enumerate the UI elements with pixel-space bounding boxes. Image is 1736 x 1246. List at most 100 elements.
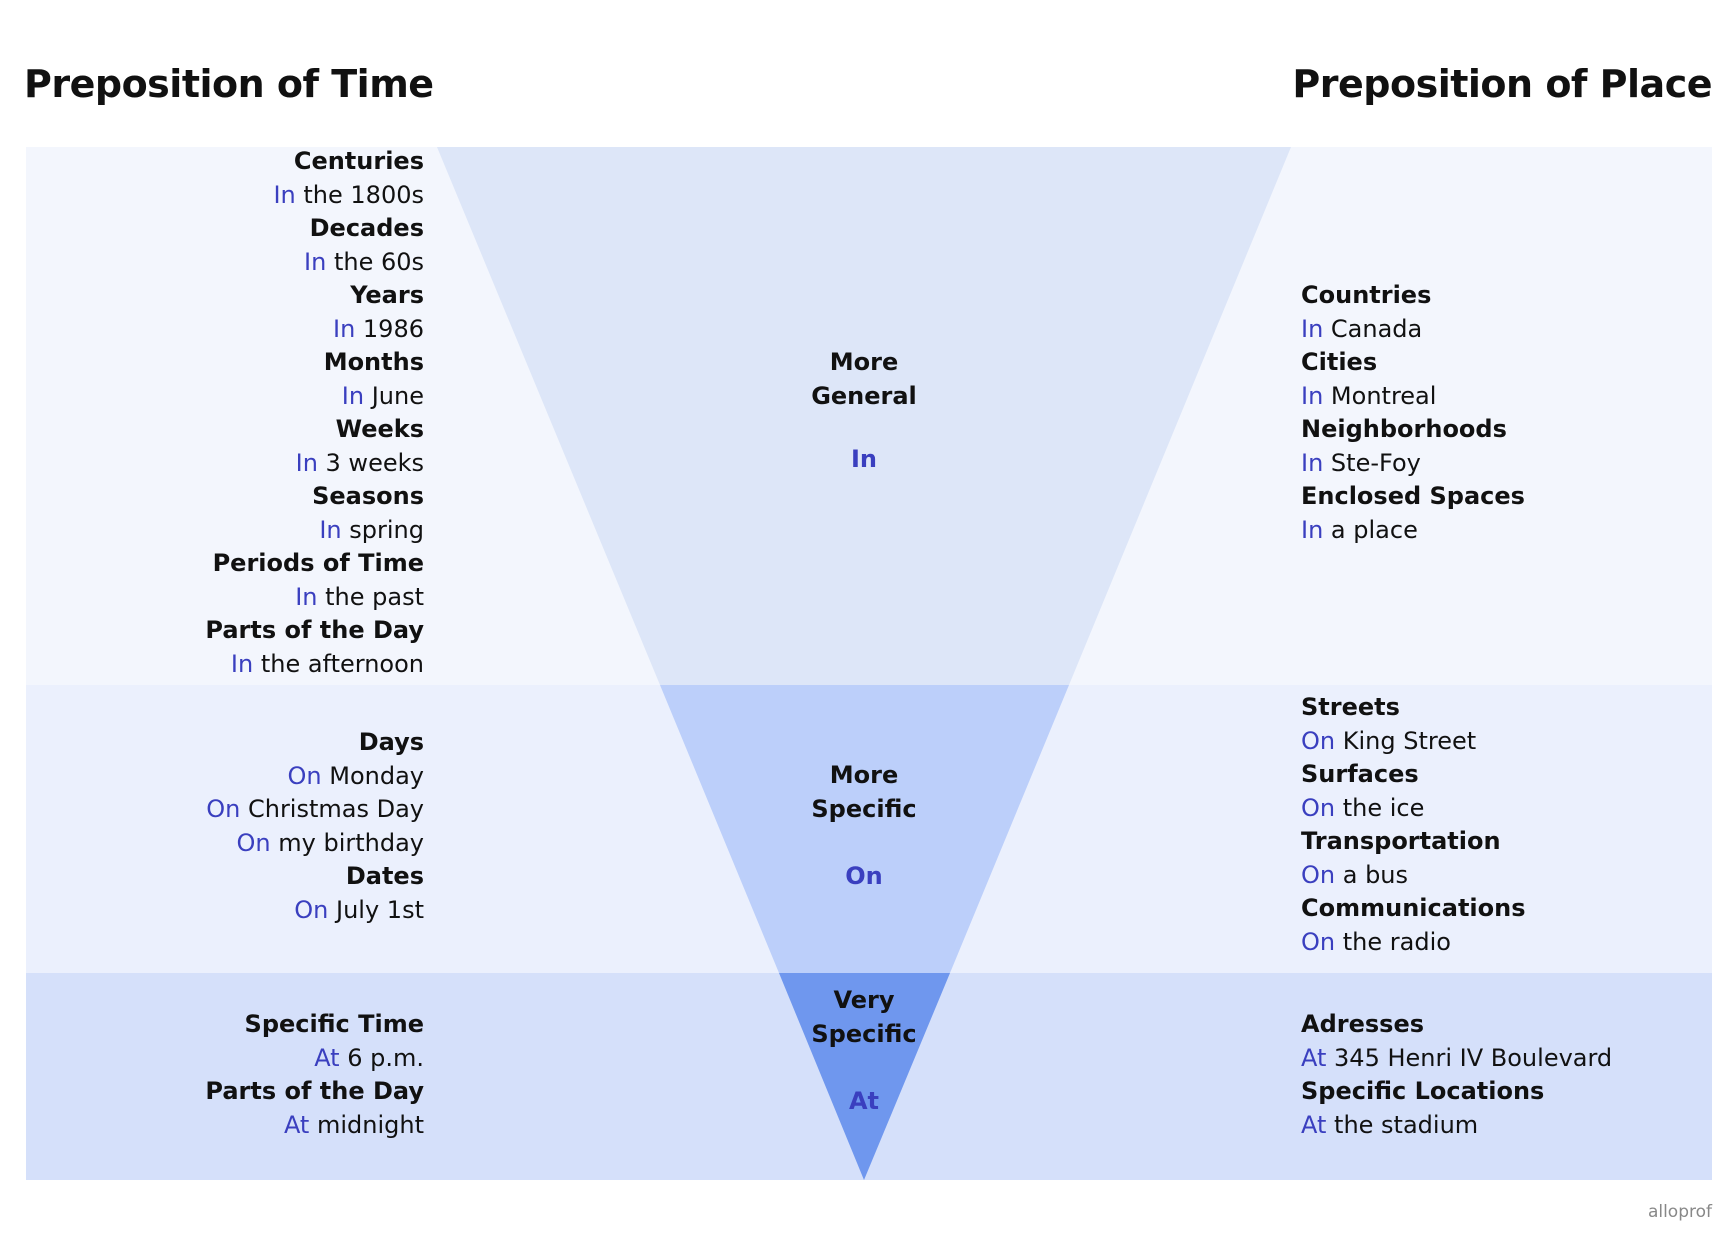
label-very-specific: Very Specific At — [764, 984, 964, 1119]
category-label: Centuries — [293, 147, 424, 175]
example-text: the radio — [1335, 927, 1451, 956]
preposition: In — [319, 515, 342, 544]
category-label: Periods of Time — [212, 549, 424, 577]
example-line: On July 1st — [206, 894, 424, 928]
preposition: At — [1301, 1043, 1327, 1072]
preposition: At — [314, 1043, 340, 1072]
preposition: On — [294, 895, 329, 924]
center-line: Specific — [811, 794, 917, 823]
example-line: In Montreal — [1301, 380, 1525, 414]
preposition: In — [295, 448, 318, 477]
example-line: On the ice — [1301, 792, 1526, 826]
category-label: Decades — [309, 214, 424, 242]
example-line: At the stadium — [1301, 1109, 1612, 1143]
category-label: Enclosed Spaces — [1301, 482, 1525, 510]
example-text: Canada — [1323, 314, 1423, 343]
center-line: Very — [833, 986, 895, 1014]
preposition: In — [1301, 381, 1324, 410]
example-text: my birthday — [270, 828, 424, 857]
center-line: General — [811, 381, 917, 410]
example-text: the 1800s — [295, 180, 424, 209]
category-label: Seasons — [312, 482, 424, 510]
example-line: In the 1800s — [205, 179, 424, 213]
example-line: In the past — [205, 581, 424, 615]
center-line: More — [829, 348, 899, 376]
preposition: On — [1301, 793, 1336, 822]
preposition: In — [341, 381, 365, 410]
category-label: Dates — [345, 862, 424, 890]
example-text: the past — [317, 582, 424, 611]
preposition: In — [295, 582, 318, 611]
category-label: Transportation — [1301, 827, 1501, 855]
title-place: Preposition of Place — [1292, 62, 1712, 106]
preposition: In — [273, 180, 296, 209]
example-line: In the 60s — [205, 246, 424, 280]
preposition: In — [1301, 314, 1324, 343]
category-label: Neighborhoods — [1301, 415, 1507, 443]
example-text: Ste-Foy — [1323, 448, 1421, 477]
example-text: a place — [1323, 515, 1418, 544]
example-text: the 60s — [326, 247, 424, 276]
example-line: On the radio — [1301, 926, 1526, 960]
preposition: On — [1301, 860, 1336, 889]
preposition: In — [1301, 448, 1324, 477]
example-line: In the afternoon — [205, 648, 424, 682]
category-label: Parts of the Day — [205, 616, 424, 644]
category-label: Specific Locations — [1301, 1077, 1545, 1105]
example-text: Monday — [321, 761, 424, 790]
example-line: On King Street — [1301, 725, 1526, 759]
label-more-specific: More Specific On — [764, 759, 964, 894]
center-line: More — [829, 761, 899, 789]
center-prep: On — [845, 862, 883, 890]
example-line: In 3 weeks — [205, 447, 424, 481]
example-text: July 1st — [328, 895, 424, 924]
preposition: In — [332, 314, 356, 343]
center-prep: At — [848, 1087, 880, 1115]
preposition: At — [1301, 1110, 1327, 1139]
preposition: At — [283, 1110, 310, 1139]
example-line: In a place — [1301, 514, 1525, 548]
example-line: At midnight — [205, 1109, 424, 1143]
example-text: spring — [341, 515, 424, 544]
category-label: Adresses — [1301, 1010, 1424, 1038]
preposition: On — [236, 828, 271, 857]
center-line: Specific — [811, 1019, 917, 1048]
category-label: Communications — [1301, 894, 1526, 922]
center-prep: In — [850, 445, 877, 473]
category-label: Parts of the Day — [205, 1077, 424, 1105]
example-line: In June — [205, 380, 424, 414]
example-text: King Street — [1335, 726, 1477, 755]
category-label: Streets — [1301, 693, 1400, 721]
preposition: On — [1301, 726, 1336, 755]
category-label: Specific Time — [244, 1010, 424, 1038]
category-label: Years — [350, 281, 424, 309]
preposition: In — [230, 649, 254, 678]
alloprof-logo: alloprof — [1647, 1202, 1712, 1222]
example-text: 3 weeks — [317, 448, 424, 477]
category-label: Weeks — [335, 415, 424, 443]
category-label: Countries — [1301, 281, 1432, 309]
example-line: At 345 Henri IV Boulevard — [1301, 1042, 1612, 1076]
example-line: In spring — [205, 514, 424, 548]
example-text: the stadium — [1326, 1110, 1479, 1139]
example-line: On my birthday — [206, 827, 424, 861]
example-text: the afternoon — [253, 649, 424, 678]
example-line: At 6 p.m. — [205, 1042, 424, 1076]
example-line: In Canada — [1301, 313, 1525, 347]
example-text: 6 p.m. — [339, 1043, 424, 1072]
preposition: On — [1301, 927, 1336, 956]
example-line: On a bus — [1301, 859, 1526, 893]
example-line: On Christmas Day — [206, 793, 424, 827]
example-line: In Ste-Foy — [1301, 447, 1525, 481]
category-label: Cities — [1301, 348, 1378, 376]
example-line: On Monday — [206, 760, 424, 794]
title-time: Preposition of Time — [24, 62, 434, 106]
category-label: Surfaces — [1301, 760, 1419, 788]
preposition: In — [304, 247, 327, 276]
